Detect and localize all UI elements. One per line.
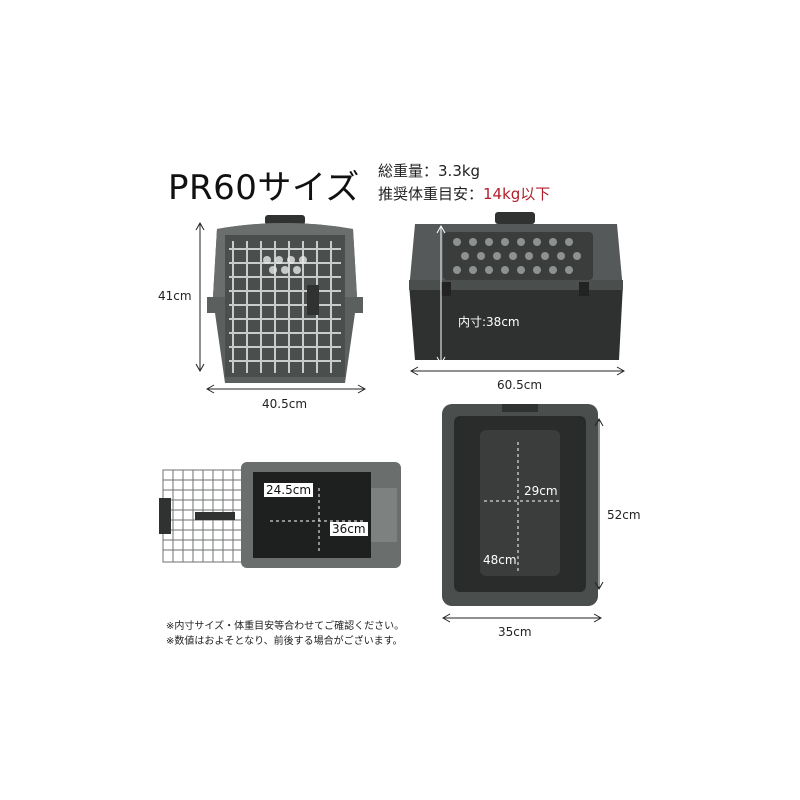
open-top-view-photo: [155, 460, 405, 570]
side-inner-height-line: [436, 225, 446, 365]
page-title: PR60サイズ: [168, 168, 360, 208]
total-weight: 総重量：3.3kg: [378, 160, 480, 181]
front-view-photo: [195, 205, 375, 395]
bottom-view-photo: [440, 400, 600, 610]
bottom-inner-length-line: [513, 440, 523, 575]
bottom-width-label: 35cm: [498, 625, 532, 639]
bottom-length-label: 52cm: [607, 508, 641, 522]
front-height-label: 41cm: [158, 289, 192, 303]
side-length-label: 60.5cm: [497, 378, 543, 392]
bottom-inner-length-label: 48cm: [483, 553, 517, 567]
recommended-weight-value: 14kg以下: [483, 185, 551, 203]
total-weight-value: 3.3kg: [438, 162, 481, 180]
bottom-length-line: [594, 418, 604, 590]
inner-width-label: 24.5cm: [264, 483, 314, 497]
bottom-inner-width-line: [482, 496, 562, 506]
note-confirm-size: ※内寸サイズ・体重目安等合わせてご確認ください。: [166, 621, 405, 632]
front-height-line: [195, 222, 205, 372]
inner-depth-label: 36cm: [330, 522, 368, 536]
recommended-weight-label: 推奨体重目安：: [378, 185, 484, 203]
bottom-inner-width-label: 29cm: [524, 484, 558, 498]
front-width-line: [206, 384, 366, 394]
note-approximate-values: ※数値はおよそとなり、前後する場合がございます。: [166, 636, 403, 647]
total-weight-label: 総重量：: [378, 162, 439, 180]
recommended-weight: 推奨体重目安：14kg以下: [378, 183, 550, 204]
inner-depth-line: [268, 516, 368, 526]
front-width-label: 40.5cm: [262, 397, 308, 411]
side-length-line: [410, 366, 625, 376]
side-inner-height-label: 内寸:38cm: [458, 315, 520, 329]
bottom-width-line: [442, 613, 602, 623]
side-view-photo: [405, 210, 630, 370]
